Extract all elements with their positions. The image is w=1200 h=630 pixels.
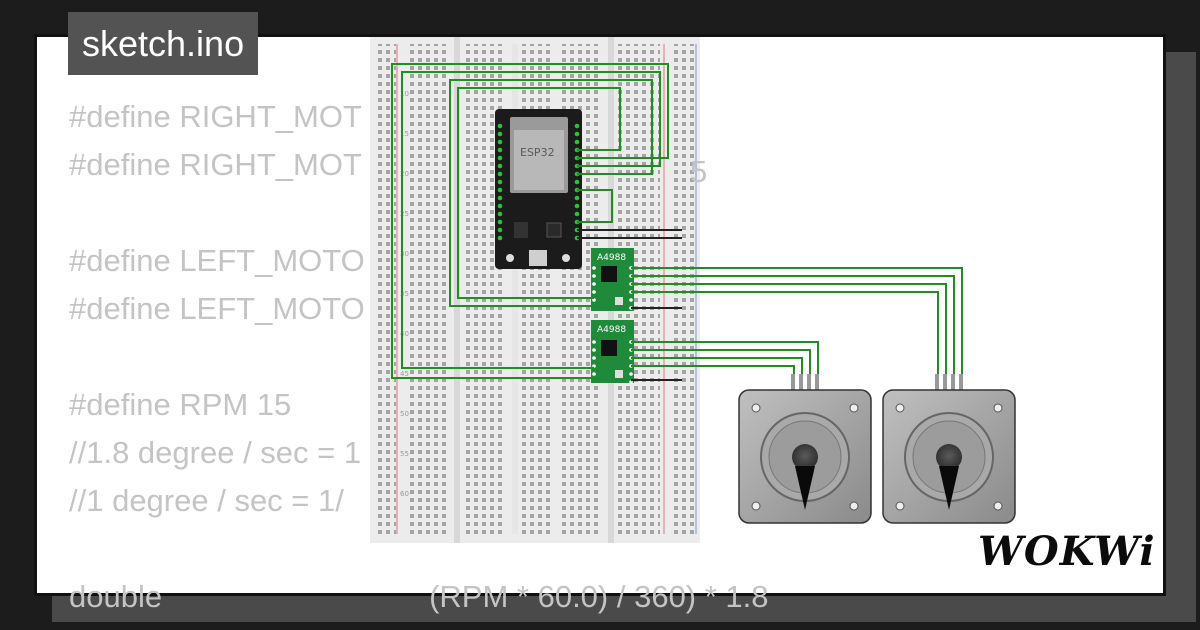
code-fragment: 5: [690, 154, 707, 189]
row-label: 30: [400, 250, 409, 258]
wires: [391, 63, 963, 388]
driver-bottom: A4988: [591, 320, 634, 384]
code-line: #define RPM 15: [69, 387, 292, 422]
row-label: 35: [400, 290, 409, 298]
row-label: 40: [400, 330, 409, 338]
code-line: #define RIGHT_MOT: [69, 147, 362, 182]
code-editor: #define RIGHT_MOT #define RIGHT_MOT #def…: [69, 93, 769, 621]
black-wires: [577, 229, 682, 381]
stepper-motor-right: [882, 374, 1016, 524]
wokwi-logo: WOKWi: [978, 528, 1156, 575]
code-line: //1 degree / sec = 1/: [69, 483, 344, 518]
code-line: //1.8 degree / sec = 1: [69, 435, 362, 470]
driver-bottom-label: A4988: [597, 325, 626, 335]
code-line: double (RPM * 60.0) / 360) * 1.8: [69, 579, 769, 614]
row-label: 60: [400, 490, 409, 498]
code-line: #define RIGHT_MOT: [69, 99, 362, 134]
row-label: 20: [400, 170, 409, 178]
esp32-board: ESP32: [495, 109, 582, 269]
code-line: #define LEFT_MOTO: [69, 243, 365, 278]
file-tab[interactable]: sketch.ino: [68, 12, 259, 75]
driver-top: A4988: [591, 248, 634, 311]
row-label: 10: [400, 90, 409, 98]
stepper-motor-left: [738, 374, 872, 524]
code-line: #define LEFT_MOTO: [69, 291, 365, 326]
row-label: 15: [400, 130, 409, 138]
row-label: 45: [400, 370, 409, 378]
esp32-label: ESP32: [520, 146, 555, 159]
row-label: 55: [400, 450, 409, 458]
row-label: 50: [400, 410, 409, 418]
driver-top-label: A4988: [597, 253, 626, 263]
row-label: 25: [400, 210, 409, 218]
